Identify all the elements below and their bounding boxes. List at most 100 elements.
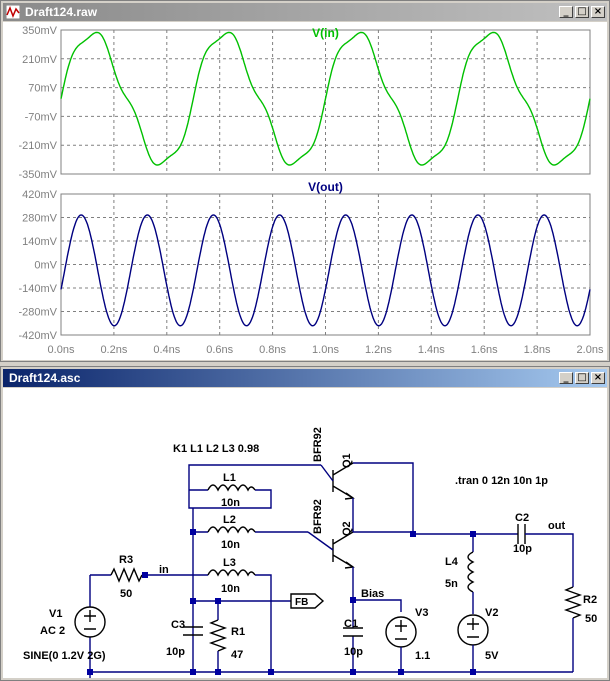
v1-sine: SINE(0 1.2V 2G) [23,650,106,662]
q2-model: BFR92 [312,499,324,534]
q1-name: Q1 [341,453,353,468]
fb-net-flag[interactable]: FB [193,593,325,609]
y-tick-label: 420mV [22,189,58,201]
waveform-icon [6,5,20,19]
y-tick-label: -70mV [25,111,58,123]
c2-name: C2 [515,512,529,524]
l3-name: L3 [223,557,236,569]
x-tick-label: 2.0ns [577,344,604,356]
resistor-r3[interactable]: R3 50 [90,554,143,600]
r2-name: R2 [583,594,597,606]
r3-name: R3 [119,554,133,566]
waveform-window: Draft124.raw _ □ × 350mV 210mV 70mV -70mV -2… [0,0,610,362]
minimize-button[interactable]: _ [559,6,573,18]
voltage-source-v1[interactable]: V1 AC 2 SINE(0 1.2V 2G) [23,575,106,678]
plot-canvas[interactable]: 350mV 210mV 70mV -70mV -210mV -350mV V(in) 0.0… [3,22,607,360]
transistor-q2[interactable]: BFR92 Q2 [307,498,413,569]
vout-plot-pane[interactable]: 0.0ns 0.2ns 0.4ns 0.6ns 0.8ns 1.0ns 1.2ns 1.4ns… [18,180,603,356]
out-net-label[interactable]: out [548,520,565,532]
l3-value: 10n [221,583,240,595]
v1-ac: AC 2 [40,625,65,637]
bias-net-label[interactable]: Bias [361,588,384,600]
resistor-r2[interactable]: R2 50 [563,586,597,672]
junction-dots [87,529,476,675]
l1-name: L1 [223,472,236,484]
trace-line[interactable] [60,31,591,166]
v2-value: 5V [485,650,499,662]
trace-title[interactable]: V(in) [312,26,339,40]
x-tick-label: 1.8ns [524,344,551,356]
q2-name: Q2 [341,521,353,536]
x-tick-label: 0.0ns [48,344,75,356]
v2-name: V2 [485,607,498,619]
l2-value: 10n [221,539,240,551]
schematic-titlebar[interactable]: Draft124.asc _ □ × [3,369,607,387]
inductor-l3[interactable]: L3 10n [145,557,272,672]
x-tick-label: 1.0ns [312,344,339,356]
y-tick-label: -420mV [18,330,57,342]
close-button[interactable]: × [591,6,605,18]
waveform-titlebar[interactable]: Draft124.raw _ □ × [3,3,607,21]
minimize-button[interactable]: _ [559,372,573,384]
c1-name: C1 [344,618,358,630]
coupling-directive[interactable]: K1 L1 L2 L3 0.98 [173,443,259,455]
r3-value: 50 [120,588,132,600]
x-tick-label: 1.6ns [471,344,498,356]
y-tick-label: 210mV [22,54,58,66]
fb-net-label: FB [295,597,308,608]
inductor-l2[interactable]: L2 10n [193,514,308,551]
c1-value: 10p [344,646,363,658]
voltage-source-v2[interactable]: V2 5V [457,607,499,672]
inductor-l4[interactable]: L4 5n [445,551,475,614]
capacitor-c1[interactable]: C1 10p [343,600,363,672]
schematic-window-title: Draft124.asc [9,371,81,385]
maximize-button[interactable]: □ [575,372,589,384]
inductor-l1[interactable]: L1 10n [188,464,321,509]
y-tick-label: 280mV [22,213,58,225]
plot-area[interactable]: 350mV 210mV 70mV -70mV -210mV -350mV V(in) 0.0… [3,22,607,360]
x-tick-label: 0.8ns [259,344,286,356]
r1-name: R1 [231,626,245,638]
vin-plot-pane[interactable]: 350mV 210mV 70mV -70mV -210mV -350mV V(in) [18,25,591,181]
close-button[interactable]: × [591,372,605,384]
l1-value: 10n [221,497,240,509]
schematic-canvas[interactable]: .w{stroke:#000080;stroke-width:1.4;fill:… [3,388,607,678]
y-tick-label: -140mV [18,283,57,295]
voltage-source-v3[interactable]: V3 1.1 [385,607,430,672]
maximize-button[interactable]: □ [575,6,589,18]
c3-name: C3 [171,619,185,631]
capacitor-c3[interactable]: C3 10p [166,619,203,658]
v1-name: V1 [49,608,62,620]
v3-value: 1.1 [415,650,430,662]
y-tick-label: 350mV [22,25,58,37]
l4-value: 5n [445,578,458,590]
x-tick-label: 0.6ns [206,344,233,356]
c3-value: 10p [166,646,185,658]
transistor-q1[interactable]: BFR92 Q1 [312,427,414,534]
waveform-window-title: Draft124.raw [25,5,98,19]
capacitor-c2[interactable]: C2 10p [473,512,574,587]
v3-name: V3 [415,607,428,619]
c2-value: 10p [513,543,532,555]
in-net-label[interactable]: in [159,564,169,576]
schematic-window: Draft124.asc _ □ × .w{stroke:#000080;str… [0,366,610,681]
x-tick-label: 1.2ns [365,344,392,356]
tran-directive[interactable]: .tran 0 12n 10n 1p [455,475,548,487]
resistor-r1[interactable]: R1 47 [208,601,245,672]
x-tick-label: 0.2ns [100,344,127,356]
y-tick-label: 0mV [34,260,57,272]
x-tick-label: 0.4ns [153,344,180,356]
y-tick-label: -350mV [18,169,57,181]
y-tick-label: 70mV [28,83,57,95]
r2-value: 50 [585,613,597,625]
y-tick-label: -210mV [18,140,57,152]
trace-title[interactable]: V(out) [308,180,343,194]
q1-model: BFR92 [312,427,324,462]
y-tick-label: -280mV [18,307,57,319]
r1-value: 47 [231,649,243,661]
y-tick-label: 140mV [22,236,58,248]
x-tick-label: 1.4ns [418,344,445,356]
l4-name: L4 [445,556,459,568]
l2-name: L2 [223,514,236,526]
trace-line[interactable] [60,214,591,327]
